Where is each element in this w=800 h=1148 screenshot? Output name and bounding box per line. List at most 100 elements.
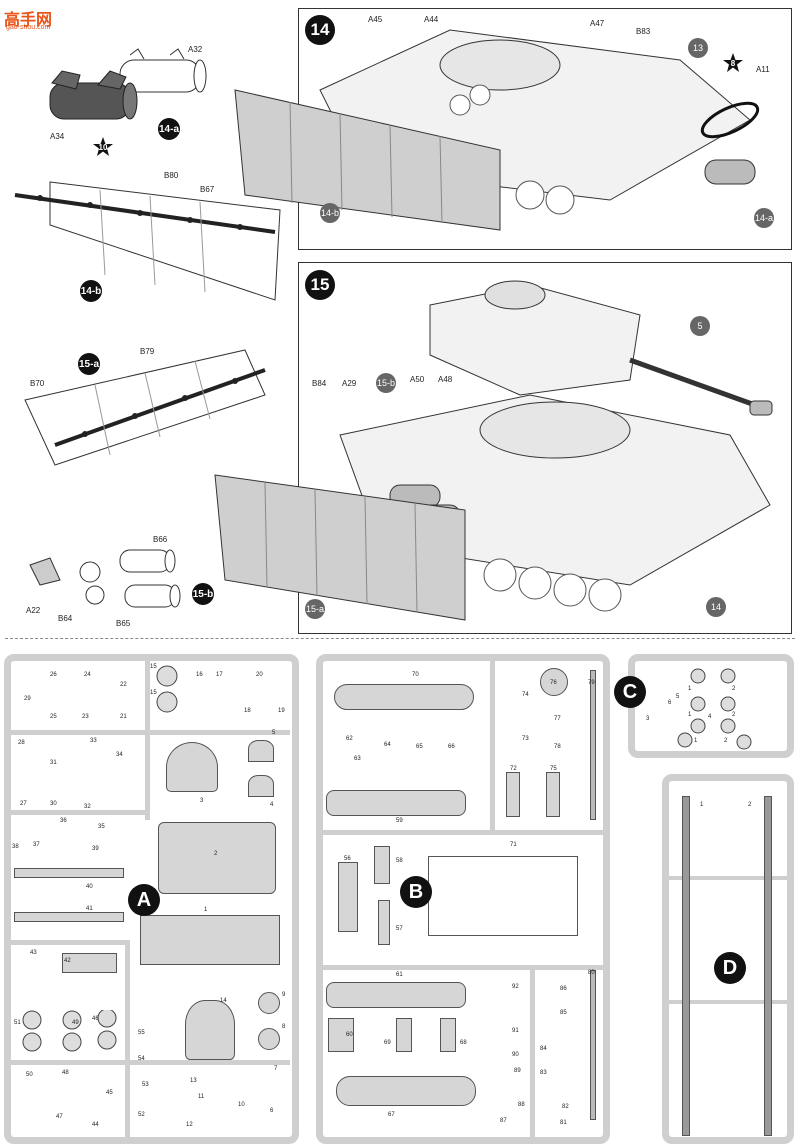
sprue-b-num: 81 xyxy=(560,1120,567,1126)
sprue-b-num: 75 xyxy=(550,766,557,772)
sprue-b-runner xyxy=(490,660,495,830)
watermark-logo: 高手网 xyxy=(4,12,53,29)
step15-ref-14: 14 xyxy=(706,597,726,617)
sprue-d-track-2 xyxy=(764,796,772,1136)
sprue-c-num: 2 xyxy=(724,738,728,744)
sprue-a-part-4 xyxy=(248,775,274,797)
sprue-b-num: 61 xyxy=(396,972,403,978)
sprue-b-part-57 xyxy=(378,900,390,945)
sprue-a-num: 6 xyxy=(270,1108,274,1114)
subassembly-14b-badge: 14-b xyxy=(80,280,102,302)
sprue-c-num: 5 xyxy=(676,694,680,700)
sprue-a-num: 20 xyxy=(256,672,263,678)
subassembly-15b-drawing xyxy=(29,549,181,608)
sprue-a-num: 25 xyxy=(50,714,57,720)
sprue-d-num: 1 xyxy=(700,802,704,808)
sprue-c-num: 1 xyxy=(694,738,698,744)
sprue-a-num: 17 xyxy=(216,672,223,678)
sprue-a-num: 33 xyxy=(90,738,97,744)
sprue-b-num: 56 xyxy=(344,856,351,862)
sprue-b-runner xyxy=(322,965,604,970)
sprue-a-num: 21 xyxy=(120,714,127,720)
sprue-b-num: 86 xyxy=(560,986,567,992)
sprue-a-num: 44 xyxy=(92,1122,99,1128)
sprue-a-num: 14 xyxy=(220,998,227,1004)
sprue-b-num: 69 xyxy=(384,1040,391,1046)
sprue-a-num: 12 xyxy=(186,1122,193,1128)
sprue-b-part-71 xyxy=(428,856,578,936)
sprue-a-num: 23 xyxy=(82,714,89,720)
sprue-a-num: 38 xyxy=(12,844,19,850)
sprue-b-num: 85 xyxy=(560,1010,567,1016)
sprue-b-part-80 xyxy=(590,970,596,1120)
sprue-c-num: 1 xyxy=(688,712,692,718)
sprue-b-num: 73 xyxy=(522,736,529,742)
sprue-a-runner xyxy=(10,810,150,815)
sprue-a-part-41 xyxy=(14,912,124,922)
sprue-a-num: 26 xyxy=(50,672,57,678)
sprue-a-road-wheels xyxy=(22,1010,117,1052)
label-b80: B80 xyxy=(164,171,179,180)
sprue-d-track-1 xyxy=(682,796,690,1136)
step14-label-a45: A45 xyxy=(368,15,383,24)
subassembly-14a-badge: 14-a xyxy=(158,118,180,140)
sprue-b-num: 65 xyxy=(416,744,423,750)
step15-label-a50: A50 xyxy=(410,375,425,384)
sprue-a-num: 37 xyxy=(33,842,40,848)
sprue-a-num: 34 xyxy=(116,752,123,758)
sprue-a-num: 10 xyxy=(238,1102,245,1108)
sprue-a-num: 15 xyxy=(150,690,157,696)
sprue-a-part-3 xyxy=(166,742,218,792)
step-15-number: 15 xyxy=(305,270,335,300)
sprue-b-num: 77 xyxy=(554,716,561,722)
label-b66: B66 xyxy=(153,535,168,544)
sprue-b-part-75 xyxy=(546,772,560,817)
sprue-b-num: 90 xyxy=(512,1052,519,1058)
sprue-a-num: 35 xyxy=(98,824,105,830)
sprue-b-num: 60 xyxy=(346,1032,353,1038)
sprue-a-num: 41 xyxy=(86,906,93,912)
step14-label-a47: A47 xyxy=(590,19,605,28)
sprue-b-num: 88 xyxy=(518,1102,525,1108)
sprue-b-num: 83 xyxy=(540,1070,547,1076)
sprue-a-part-5 xyxy=(248,740,274,762)
sprue-a-sprockets xyxy=(156,665,178,713)
sprue-a-num: 28 xyxy=(18,740,25,746)
sprue-c-num: 2 xyxy=(732,686,736,692)
sprue-b-num: 82 xyxy=(562,1104,569,1110)
step14-ref-13: 13 xyxy=(688,38,708,58)
sprue-b-num: 84 xyxy=(540,1046,547,1052)
step15-ref-5: 5 xyxy=(690,316,710,336)
sprue-a-num: 19 xyxy=(278,708,285,714)
step15-label-a48: A48 xyxy=(438,375,453,384)
sprue-a-part-8 xyxy=(258,1028,280,1050)
sprue-b-num: 68 xyxy=(460,1040,467,1046)
sprue-b-num: 66 xyxy=(448,744,455,750)
sprue-b-num: 62 xyxy=(346,736,353,742)
star-icon: 10 xyxy=(92,136,114,158)
sprue-b-num: 70 xyxy=(412,672,419,678)
sprue-a-num: 49 xyxy=(72,1020,79,1026)
sprue-a-num: 30 xyxy=(50,801,57,807)
sprue-b-runner xyxy=(322,830,604,835)
sprue-a-num: 47 xyxy=(56,1114,63,1120)
step-15-tank-drawing xyxy=(214,280,773,621)
sprue-a-num: 13 xyxy=(190,1078,197,1084)
star-icon: 8 xyxy=(722,52,744,74)
sprue-b-num: 63 xyxy=(354,756,361,762)
sprue-b-runner xyxy=(530,965,535,1140)
sprue-b-num: 92 xyxy=(512,984,519,990)
sprue-b-num: 80 xyxy=(588,970,595,976)
sprue-a-num: 18 xyxy=(244,708,251,714)
sprue-b-num: 76 xyxy=(550,680,557,686)
sprue-b-part-61 xyxy=(326,982,466,1008)
sprue-b-part-67 xyxy=(336,1076,476,1106)
sprue-b-num: 87 xyxy=(500,1118,507,1124)
sprue-c-letter: C xyxy=(614,676,646,708)
sprue-a-runner xyxy=(10,940,130,945)
sprue-b-num: 74 xyxy=(522,692,529,698)
label-a34: A34 xyxy=(50,132,65,141)
sprue-d-letter: D xyxy=(714,952,746,984)
step-14-number: 14 xyxy=(305,15,335,45)
sprue-a-part-1 xyxy=(140,915,280,965)
